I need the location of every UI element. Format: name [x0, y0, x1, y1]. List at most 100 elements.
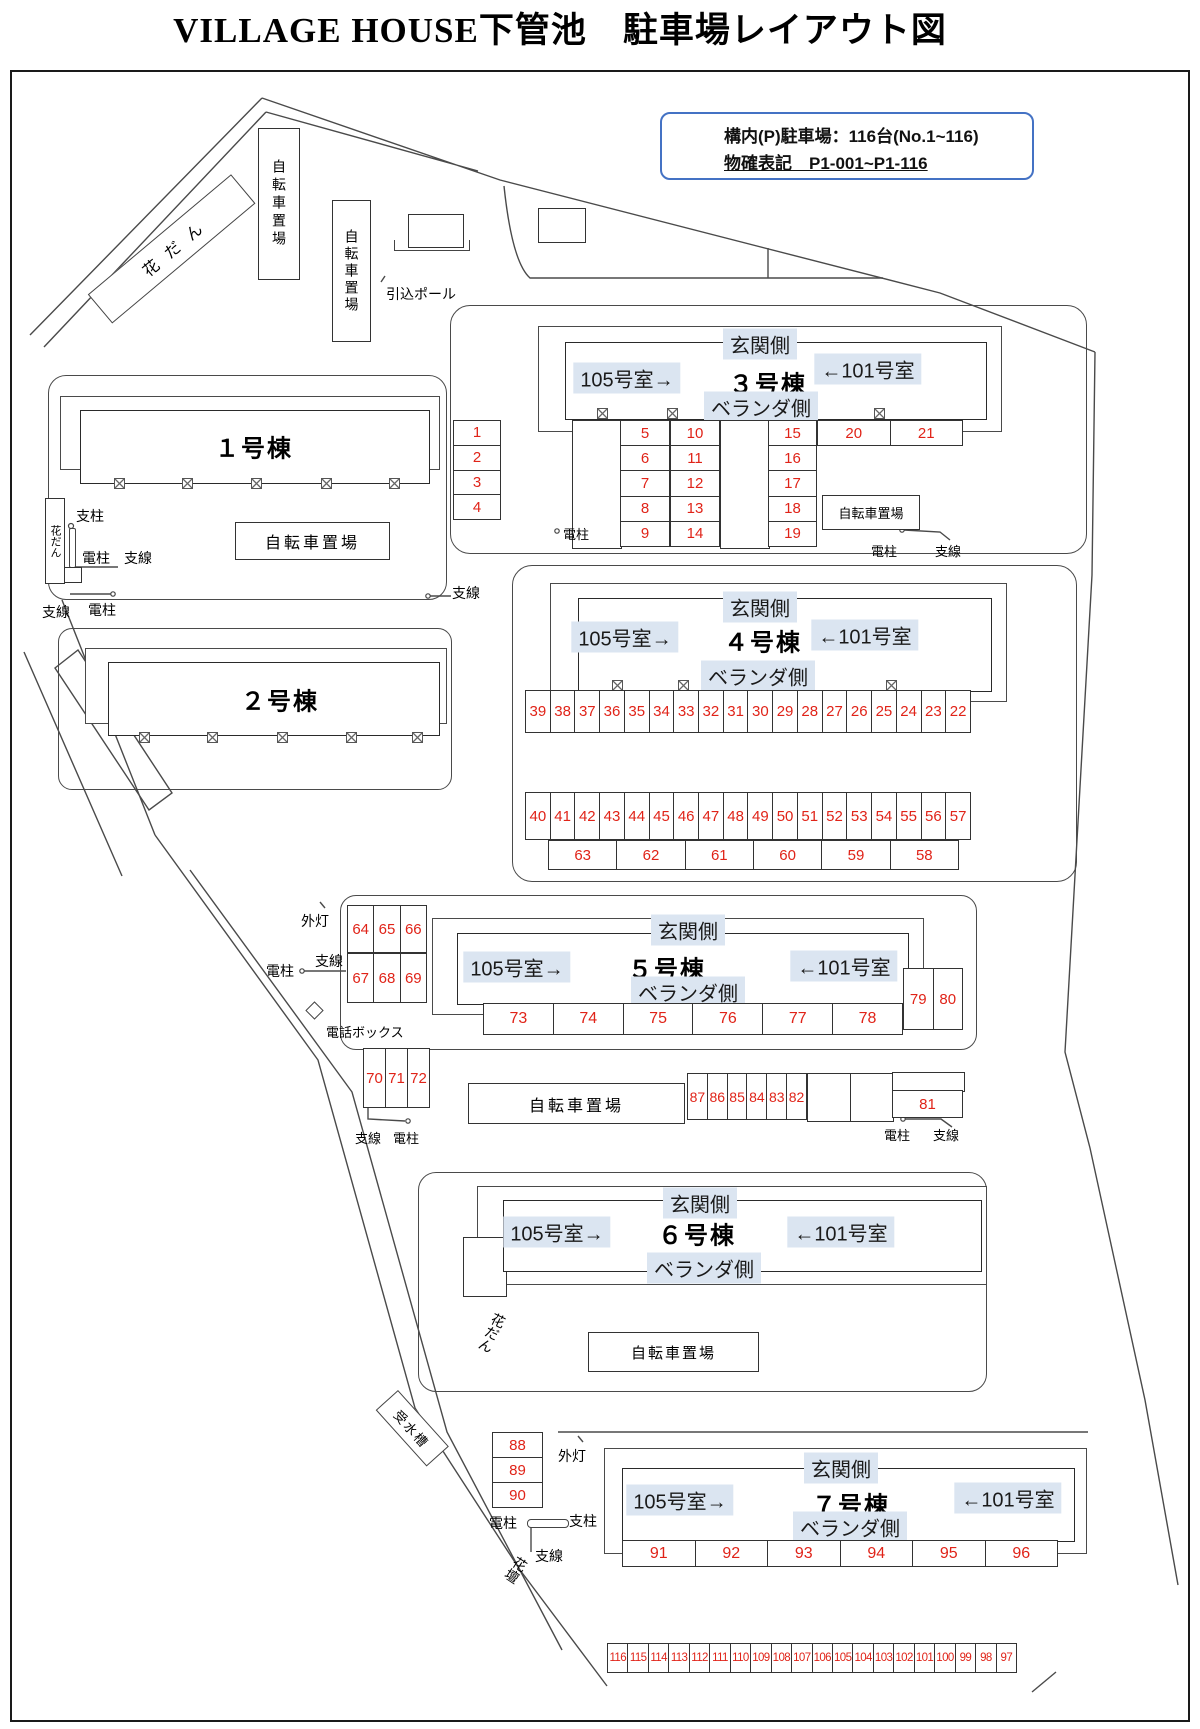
parking-spot-88: 88	[492, 1432, 543, 1458]
parking-spot-76: 76	[693, 1003, 764, 1035]
parking-spot-42: 42	[575, 792, 601, 840]
bicycle-area-building-1: 自転車置場	[235, 522, 390, 560]
parking-spot-57: 57	[946, 792, 971, 840]
entrance-side-label: 玄関側	[663, 1187, 737, 1219]
parking-spot-31: 31	[723, 690, 749, 733]
parking-spot-113: 113	[669, 1643, 690, 1673]
parking-spot-100: 100	[935, 1643, 956, 1673]
parking-spot-59: 59	[822, 840, 891, 870]
parking-spot-78: 78	[833, 1003, 903, 1035]
parking-spot-25: 25	[872, 690, 897, 733]
parking-spot-24: 24	[896, 690, 922, 733]
bicycle-label: 自転車置場	[271, 159, 287, 249]
parking-spot-50: 50	[773, 792, 798, 840]
utility-pole-label: 電柱	[393, 1131, 420, 1146]
parking-spot-2: 2	[453, 445, 501, 471]
guy-wire-label: 支線	[315, 953, 343, 969]
support-post-label: 支柱	[76, 508, 104, 524]
room-105-label: 105号室→	[573, 362, 681, 394]
parking-spot-21: 21	[890, 420, 963, 446]
parking-spot-43: 43	[600, 792, 625, 840]
entrance-side-label: 玄関側	[804, 1452, 878, 1484]
parking-spot-93: 93	[768, 1540, 841, 1567]
parking-spot-116: 116	[607, 1643, 629, 1673]
room-101-label: ←101号室	[954, 1482, 1062, 1514]
parking-spot-97: 97	[996, 1643, 1018, 1673]
parking-spot-30: 30	[748, 690, 774, 733]
parking-spot-3: 3	[453, 470, 501, 496]
parking-spot-47: 47	[699, 792, 724, 840]
parking-spot-94: 94	[840, 1540, 913, 1567]
anchor-mark	[321, 478, 332, 489]
bicycle-label: 自転車置場	[343, 228, 360, 314]
parking-spot-18: 18	[768, 496, 817, 522]
parking-spot-80: 80	[933, 968, 963, 1030]
utility-pole-label: 電柱	[266, 963, 294, 979]
parking-spot-41: 41	[550, 792, 576, 840]
sheet-border	[10, 70, 1190, 1722]
entrance-side-label: 玄関側	[723, 591, 797, 623]
parking-spot-14: 14	[670, 521, 720, 548]
service-pole-box	[408, 214, 464, 248]
parking-spot-82: 82	[787, 1073, 807, 1120]
parking-spot-16: 16	[768, 446, 817, 472]
parking-spot-102: 102	[894, 1643, 915, 1673]
utility-pole-label: 電柱	[82, 550, 110, 566]
parking-spot-71: 71	[386, 1048, 408, 1108]
parking-spot-86: 86	[707, 1073, 728, 1120]
veranda-side-label: ベランダ側	[793, 1511, 907, 1543]
parking-spot-58: 58	[890, 840, 959, 870]
empty-stall	[850, 1073, 894, 1122]
parking-spot-103: 103	[873, 1643, 895, 1673]
section-building-2	[58, 628, 452, 790]
parking-spot-74: 74	[553, 1003, 624, 1035]
parking-spot-77: 77	[763, 1003, 834, 1035]
parking-spot-9: 9	[620, 521, 670, 548]
room-101-label: ←101号室	[787, 1216, 895, 1248]
parking-spot-64: 64	[347, 905, 375, 953]
info-box: 構内(P)駐車場：116台(No.1~116) 物確表記 P1-001~P1-1…	[660, 112, 1034, 180]
parking-spot-90: 90	[492, 1483, 543, 1508]
parking-spot-69: 69	[400, 953, 427, 1003]
parking-spot-29: 29	[773, 690, 798, 733]
parking-spot-35: 35	[624, 690, 650, 733]
parking-spot-37: 37	[575, 690, 601, 733]
anchor-mark	[114, 478, 125, 489]
empty-stall-column	[720, 420, 770, 549]
anchor-mark	[667, 408, 678, 419]
building-1	[80, 410, 430, 484]
parking-spot-32: 32	[699, 690, 724, 733]
veranda-side-label: ベランダ側	[701, 660, 815, 692]
parking-spot-48: 48	[723, 792, 749, 840]
veranda-side-label: ベランダ側	[647, 1252, 761, 1284]
guy-wire-label: 支線	[535, 1548, 563, 1564]
parking-spot-83: 83	[767, 1073, 788, 1120]
guy-wire-label: 支線	[933, 1128, 960, 1143]
outdoor-light-label: 外灯	[301, 913, 329, 929]
bicycle-area-topleft-2: 自転車置場	[332, 200, 371, 342]
bicycle-label: 自転車置場	[630, 1344, 716, 1362]
parking-spot-52: 52	[822, 792, 848, 840]
parking-spot-112: 112	[689, 1643, 711, 1673]
parking-spot-91: 91	[622, 1540, 696, 1567]
parking-spot-4: 4	[453, 495, 501, 520]
utility-pole-label: 電柱	[871, 544, 898, 559]
anchor-mark	[139, 732, 150, 743]
guy-wire-label: 支線	[42, 604, 70, 620]
parking-spot-95: 95	[913, 1540, 986, 1567]
parking-spot-17: 17	[768, 471, 817, 497]
bicycle-area-building-3: 自転車置場	[822, 495, 920, 530]
section-building-3	[450, 305, 1087, 554]
anchor-mark	[346, 732, 357, 743]
